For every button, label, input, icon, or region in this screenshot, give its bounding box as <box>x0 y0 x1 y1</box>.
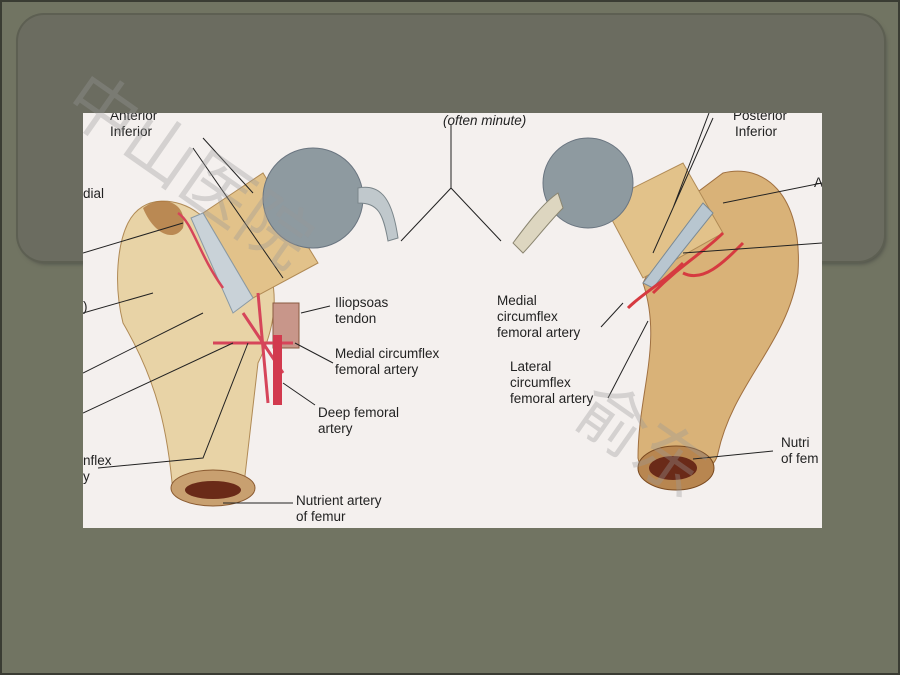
label-circumflex-partial: nflex y <box>83 453 112 484</box>
label-inferior-left: Inferior <box>110 124 153 139</box>
femur-drawing <box>83 113 822 507</box>
label-anterior: Anterior <box>110 113 158 123</box>
label-often-minute: (often minute) <box>443 113 527 128</box>
label-nutrient-artery-right: Nutri of fem <box>781 435 819 466</box>
label-posterior: Posterior <box>733 113 788 123</box>
label-inferior-right: Inferior <box>735 124 778 139</box>
label-medial-circumflex-right: Medial circumflex femoral artery <box>497 293 581 340</box>
label-lateral-circumflex: Lateral circumflex femoral artery <box>510 359 594 406</box>
femur-blood-supply-illustration: Anterior Inferior dial ) Iliopsoas tendo… <box>83 113 822 528</box>
label-nutrient-artery-left: Nutrient artery of femur <box>296 493 382 524</box>
label-deep-femoral-artery: Deep femoral artery <box>318 405 400 436</box>
label-iliopsoas-tendon: Iliopsoas tendon <box>335 295 389 326</box>
label-medial-partial: dial <box>83 186 105 201</box>
label-a-partial: A <box>814 175 822 190</box>
label-medial-circumflex-left: Medial circumflex femoral artery <box>335 346 440 377</box>
label-paren-partial: ) <box>83 299 88 314</box>
